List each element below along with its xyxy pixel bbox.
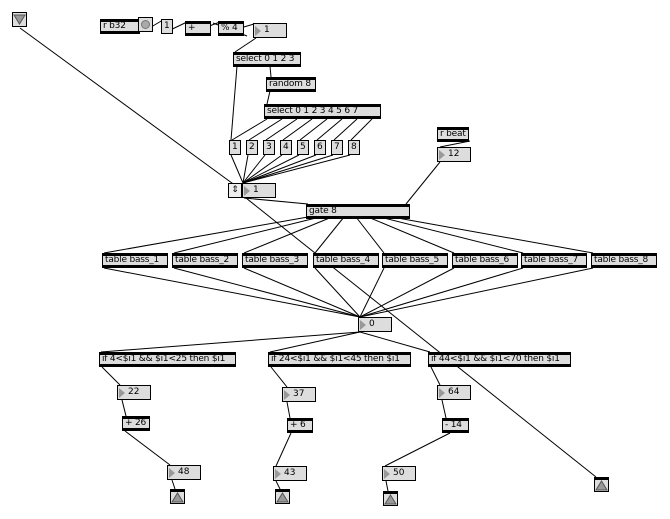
triangle-up-icon: [595, 480, 608, 491]
message-box[interactable]: 6: [314, 140, 326, 155]
table-object[interactable]: table bass_3: [242, 253, 308, 268]
select-8-object[interactable]: select 0 1 2 3 4 5 6 7: [264, 104, 381, 119]
table-output-number[interactable]: 0: [358, 317, 392, 332]
add-object[interactable]: + 26: [122, 416, 150, 431]
select-4-object[interactable]: select 0 1 2 3: [233, 52, 301, 67]
number-box[interactable]: 50: [382, 466, 416, 481]
plus-object[interactable]: +: [185, 21, 211, 36]
modulo-object[interactable]: % 4: [218, 21, 244, 36]
triangle-down-icon: [13, 14, 26, 25]
message-box[interactable]: 8: [348, 140, 360, 155]
subtract-object[interactable]: - 14: [442, 418, 469, 433]
number-box[interactable]: 22: [117, 385, 151, 400]
triangle-up-icon: [384, 494, 397, 505]
int-arrows-icon[interactable]: ⇕: [228, 183, 242, 198]
if-object-3[interactable]: if 44<$i1 && $i1<70 then $i1: [428, 352, 571, 367]
table-object[interactable]: table bass_2: [172, 253, 238, 268]
number-box[interactable]: 48: [167, 465, 201, 480]
message-box[interactable]: 1: [161, 19, 173, 34]
table-object[interactable]: table bass_5: [382, 253, 448, 268]
table-object[interactable]: table bass_4: [313, 253, 379, 268]
receive-beat[interactable]: r beat: [437, 127, 469, 142]
random-object[interactable]: random 8: [266, 77, 316, 92]
message-box[interactable]: 2: [246, 140, 258, 155]
table-object[interactable]: table bass_7: [521, 253, 587, 268]
message-box[interactable]: 4: [280, 140, 292, 155]
message-box[interactable]: 1: [229, 140, 241, 155]
bang-button[interactable]: [138, 17, 153, 32]
if-object-1[interactable]: if 4<$i1 && $i1<25 then $i1: [99, 352, 236, 367]
number-box[interactable]: 64: [437, 385, 471, 400]
int-number-box[interactable]: 1: [242, 183, 276, 198]
outlet[interactable]: [275, 489, 290, 504]
triangle-up-icon: [276, 492, 289, 503]
number-box[interactable]: 1: [253, 23, 287, 38]
table-object[interactable]: table bass_6: [452, 253, 518, 268]
triangle-up-icon: [171, 492, 184, 503]
outlet[interactable]: [170, 489, 185, 504]
table-object[interactable]: table bass_1: [102, 253, 168, 268]
number-box[interactable]: 37: [282, 387, 316, 402]
receive-b32[interactable]: r b32: [100, 19, 140, 34]
message-box[interactable]: 7: [331, 140, 343, 155]
inlet[interactable]: [12, 12, 27, 27]
outlet[interactable]: [594, 477, 609, 492]
message-box[interactable]: 3: [263, 140, 275, 155]
number-box[interactable]: 43: [273, 466, 307, 481]
outlet[interactable]: [383, 491, 398, 506]
table-object[interactable]: table bass_8: [591, 253, 657, 268]
if-object-2[interactable]: if 24<$i1 && $i1<45 then $i1: [268, 352, 411, 367]
beat-number-box[interactable]: 12: [437, 147, 471, 162]
message-box[interactable]: 5: [297, 140, 309, 155]
add-object[interactable]: + 6: [287, 418, 313, 433]
gate-object[interactable]: gate 8: [306, 204, 410, 219]
